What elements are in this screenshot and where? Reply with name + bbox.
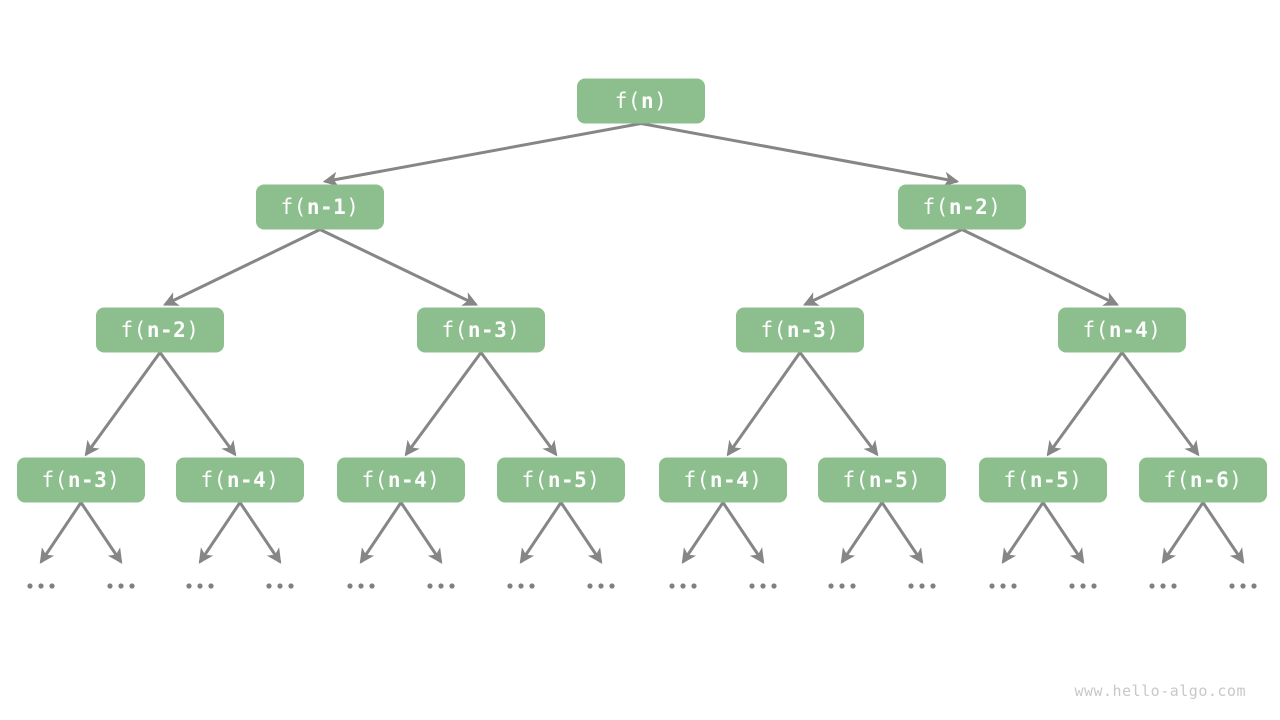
ellipsis-leaf: [989, 583, 1017, 589]
tree-node-box: [898, 184, 1026, 230]
tree-node-box: [417, 307, 545, 353]
edge-arrow: [79, 501, 123, 564]
tree-node: f(n): [577, 78, 705, 124]
tree-node-box: [17, 457, 145, 503]
edge-arrow: [519, 501, 563, 564]
edge-arrow: [399, 501, 443, 564]
ellipsis-leaf: [427, 583, 455, 589]
tree-node: f(n-5): [818, 457, 946, 503]
tree-node-label: f(n-4): [201, 468, 280, 492]
edge-arrow: [1001, 501, 1045, 564]
ellipsis-leaf: [266, 583, 294, 589]
tree-node: f(n-2): [96, 307, 224, 353]
tree-node-box: [497, 457, 625, 503]
edge-arrow: [880, 501, 924, 564]
edge-arrow: [802, 228, 963, 306]
tree-node-box: [256, 184, 384, 230]
tree-node: f(n-1): [256, 184, 384, 230]
ellipsis-leaf: [828, 583, 856, 589]
edge-arrow: [238, 501, 282, 564]
edge-arrow: [1201, 501, 1245, 564]
edge-arrow: [681, 501, 725, 564]
edge-arrow: [39, 501, 83, 564]
edge-arrow: [404, 351, 483, 457]
tree-node-label: f(n-4): [684, 468, 763, 492]
ellipsis-leaf: [669, 583, 697, 589]
tree-node: f(n-3): [17, 457, 145, 503]
tree-node: f(n-4): [176, 457, 304, 503]
ellipsis-leaf: [507, 583, 535, 589]
tree-node-box: [659, 457, 787, 503]
tree-node-label: f(n-2): [121, 318, 200, 342]
tree-node-box: [736, 307, 864, 353]
edge-arrow: [198, 501, 242, 564]
ellipsis-leaf: [347, 583, 375, 589]
ellipsis-leaf: [749, 583, 777, 589]
edge-arrow: [559, 501, 603, 564]
ellipsis-leaf: [186, 583, 214, 589]
tree-node: f(n-3): [736, 307, 864, 353]
edge-arrow: [1041, 501, 1085, 564]
watermark: www.hello-algo.com: [1074, 682, 1246, 700]
tree-node-label: f(n): [615, 89, 668, 113]
tree-node-label: f(n-4): [1083, 318, 1162, 342]
tree-node-label: f(n-1): [281, 195, 360, 219]
tree-node: f(n-4): [337, 457, 465, 503]
tree-node-label: f(n-2): [923, 195, 1002, 219]
tree-node: f(n-6): [1139, 457, 1267, 503]
ellipsis-leaf: [587, 583, 615, 589]
edge-arrow: [322, 122, 642, 187]
edge-arrow: [359, 501, 403, 564]
edge-arrow: [479, 351, 558, 457]
tree-node-label: f(n-5): [1004, 468, 1083, 492]
tree-node-label: f(n-5): [522, 468, 601, 492]
tree-node-label: f(n-4): [362, 468, 441, 492]
ellipsis-leaf: [27, 583, 55, 589]
edge-arrow: [1046, 351, 1124, 457]
edge-arrow: [726, 351, 802, 457]
tree-node-box: [1139, 457, 1267, 503]
ellipsis-leaf: [1229, 583, 1257, 589]
tree-node: f(n-5): [497, 457, 625, 503]
tree-node-box: [1058, 307, 1186, 353]
edge-arrow: [319, 228, 479, 306]
tree-node-box: [176, 457, 304, 503]
tree-node: f(n-4): [1058, 307, 1186, 353]
tree-node-label: f(n-3): [42, 468, 121, 492]
tree-node-box: [337, 457, 465, 503]
tree-node-box: [818, 457, 946, 503]
edge-arrow: [798, 351, 879, 457]
ellipsis-leaf: [1149, 583, 1177, 589]
ellipsis-leaf: [107, 583, 135, 589]
tree-node-label: f(n-3): [442, 318, 521, 342]
edge-arrow: [1161, 501, 1205, 564]
tree-node-label: f(n-5): [843, 468, 922, 492]
ellipsis-leaf: [908, 583, 936, 589]
tree-node-label: f(n-6): [1164, 468, 1243, 492]
tree-node-label: f(n-3): [761, 318, 840, 342]
edge-arrow: [840, 501, 884, 564]
edge-arrow: [162, 228, 321, 306]
tree-node: f(n-2): [898, 184, 1026, 230]
tree-node-box: [979, 457, 1107, 503]
edge-arrow: [640, 122, 960, 187]
edge-arrow: [721, 501, 765, 564]
edge-arrow: [1120, 351, 1200, 457]
edge-arrow: [158, 351, 237, 457]
tree-node: f(n-3): [417, 307, 545, 353]
tree-node: f(n-4): [659, 457, 787, 503]
edge-arrow: [84, 351, 162, 457]
ellipsis-leaf: [1069, 583, 1097, 589]
tree-node-box: [577, 78, 705, 124]
tree-node: f(n-5): [979, 457, 1107, 503]
edge-arrow: [961, 228, 1120, 306]
tree-node-box: [96, 307, 224, 353]
